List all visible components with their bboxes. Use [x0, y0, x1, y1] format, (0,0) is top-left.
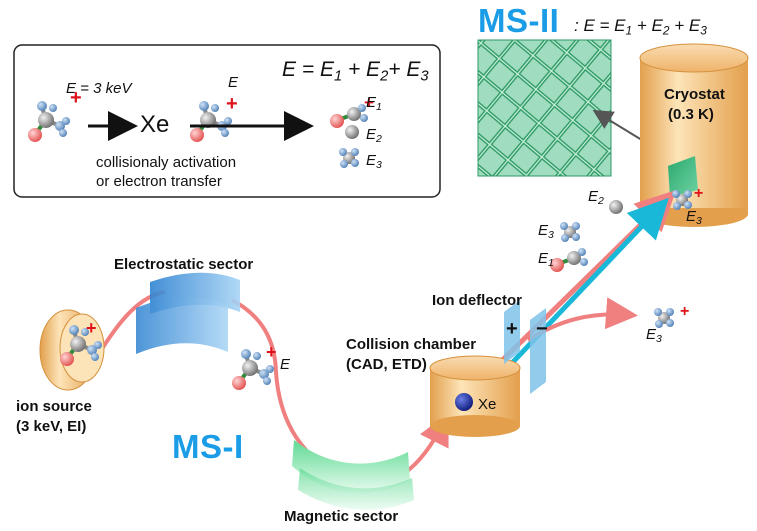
ms2-title: MS-II [478, 2, 560, 39]
magnetic-plate-inner [298, 468, 414, 510]
neutral-fragment-e1 [548, 246, 590, 274]
neutral-label-e1: E1 [538, 250, 554, 270]
collision-chamber-gas: Xe [478, 396, 497, 413]
inset-equation: E = E1 + E2+ E3 [282, 58, 429, 85]
neutral-label-e3: E3 [538, 222, 554, 242]
inset-fragment-label-e3: E3 [366, 152, 382, 172]
deflected-fragment-label: E3 [646, 326, 662, 346]
neutral-label-e2: E2 [588, 188, 604, 208]
inset-xe-label: Xe [140, 111, 170, 138]
neutral-beam [492, 197, 669, 384]
cryostat-temperature: (0.3 K) [668, 106, 714, 123]
inset-fragment-e2 [345, 125, 359, 139]
deflected-fragment-charge: + [680, 303, 689, 320]
inset-process-line1: collisionaly activation [96, 154, 237, 171]
deflector-plate-negative [530, 308, 546, 394]
detector-pad [668, 156, 698, 197]
deflector-plus-sign: + [506, 318, 518, 340]
inset-fragment-label-e1: E1 [366, 94, 382, 114]
cryostat-label: Cryostat [664, 86, 725, 103]
ms2-equation: : E = E1 + E2 + E3 [574, 16, 707, 38]
detected-fragment-charge: + [694, 185, 703, 202]
electrostatic-sector-label: Electrostatic sector [114, 256, 254, 273]
inset-charge-3: + [364, 93, 374, 112]
cryostat-top [639, 43, 749, 73]
neutral-fragment-e3 [560, 222, 580, 242]
inset-process-line2: or electron transfer [96, 173, 222, 190]
deflector-plate-positive [504, 300, 520, 364]
deflector-minus-sign: − [536, 318, 548, 340]
beam-charge: + [266, 342, 277, 362]
detector-array-image [477, 39, 612, 177]
electrostatic-plate-inner [136, 297, 228, 354]
inset-fragment-label-e2: E2 [366, 126, 382, 146]
inset-charge-2: + [226, 93, 238, 115]
deflected-fragment [654, 308, 674, 328]
ms1-title: MS-I [172, 428, 244, 465]
collision-chamber-label: Collision chamber [346, 336, 477, 353]
xe-atom [455, 393, 473, 411]
inset-energy-label: E = 3 keV [66, 80, 132, 97]
detected-fragment-label: E3 [686, 208, 702, 228]
neutral-fragment-e2 [609, 200, 623, 214]
ion-source-charge: + [86, 318, 97, 338]
ion-beam-2 [231, 298, 449, 486]
inset-energy-after: E [228, 74, 239, 91]
ion-source-detail: (3 keV, EI) [16, 418, 87, 435]
collision-chamber-detail: (CAD, ETD) [346, 356, 427, 373]
inset-charge-1: + [70, 87, 82, 109]
beam-energy-label: E [280, 356, 291, 373]
ion-source-label: ion source [16, 398, 92, 415]
ion-deflector-label: Ion deflector [432, 292, 523, 309]
collision-chamber-top [429, 355, 521, 381]
magnetic-sector-label: Magnetic sector [284, 508, 399, 525]
